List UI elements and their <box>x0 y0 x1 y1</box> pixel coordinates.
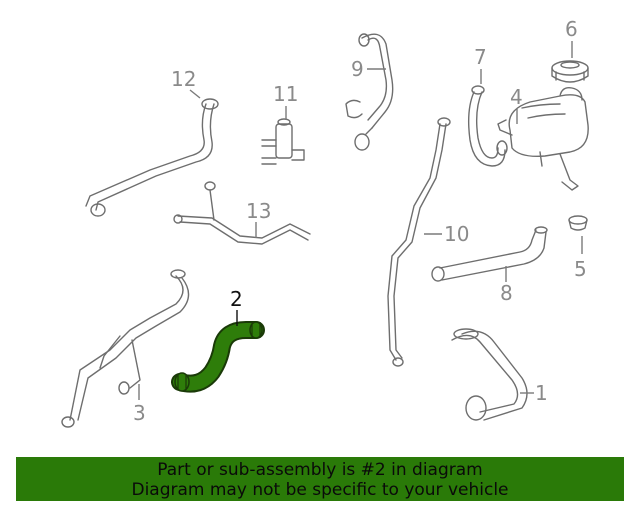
part-4-tank <box>497 86 589 191</box>
callout-10: 10 <box>444 222 469 246</box>
part-12-hose <box>85 98 219 217</box>
leader-12 <box>189 89 201 99</box>
part-7-hose <box>467 85 508 167</box>
info-banner: Part or sub-assembly is #2 in diagram Di… <box>16 457 624 501</box>
part-10-pipe <box>387 117 451 367</box>
part-6-cap <box>551 60 589 83</box>
banner-line-2: Diagram may not be specific to your vehi… <box>131 480 509 500</box>
callout-1: 1 <box>535 381 548 405</box>
callout-7: 7 <box>474 45 487 69</box>
part-13-hose <box>173 181 311 245</box>
callout-11: 11 <box>273 82 298 106</box>
callout-6: 6 <box>565 17 578 41</box>
part-8-hose <box>431 226 548 282</box>
part-9-hose <box>345 33 394 151</box>
callout-8: 8 <box>500 281 513 305</box>
part-1-hose <box>451 328 528 421</box>
callout-3: 3 <box>133 401 146 425</box>
callout-13: 13 <box>246 199 271 223</box>
callout-4: 4 <box>510 85 523 109</box>
part-5-grommet <box>568 215 588 231</box>
part-11-valve <box>261 118 305 165</box>
part-2-hose-highlighted <box>171 321 265 393</box>
callout-2: 2 <box>230 287 243 311</box>
callout-5: 5 <box>574 257 587 281</box>
part-3-hose <box>61 269 190 428</box>
callout-12: 12 <box>171 67 196 91</box>
callout-9: 9 <box>351 57 364 81</box>
parts-diagram: 6 4 7 9 11 <box>61 17 589 428</box>
banner-line-1: Part or sub-assembly is #2 in diagram <box>157 460 483 480</box>
